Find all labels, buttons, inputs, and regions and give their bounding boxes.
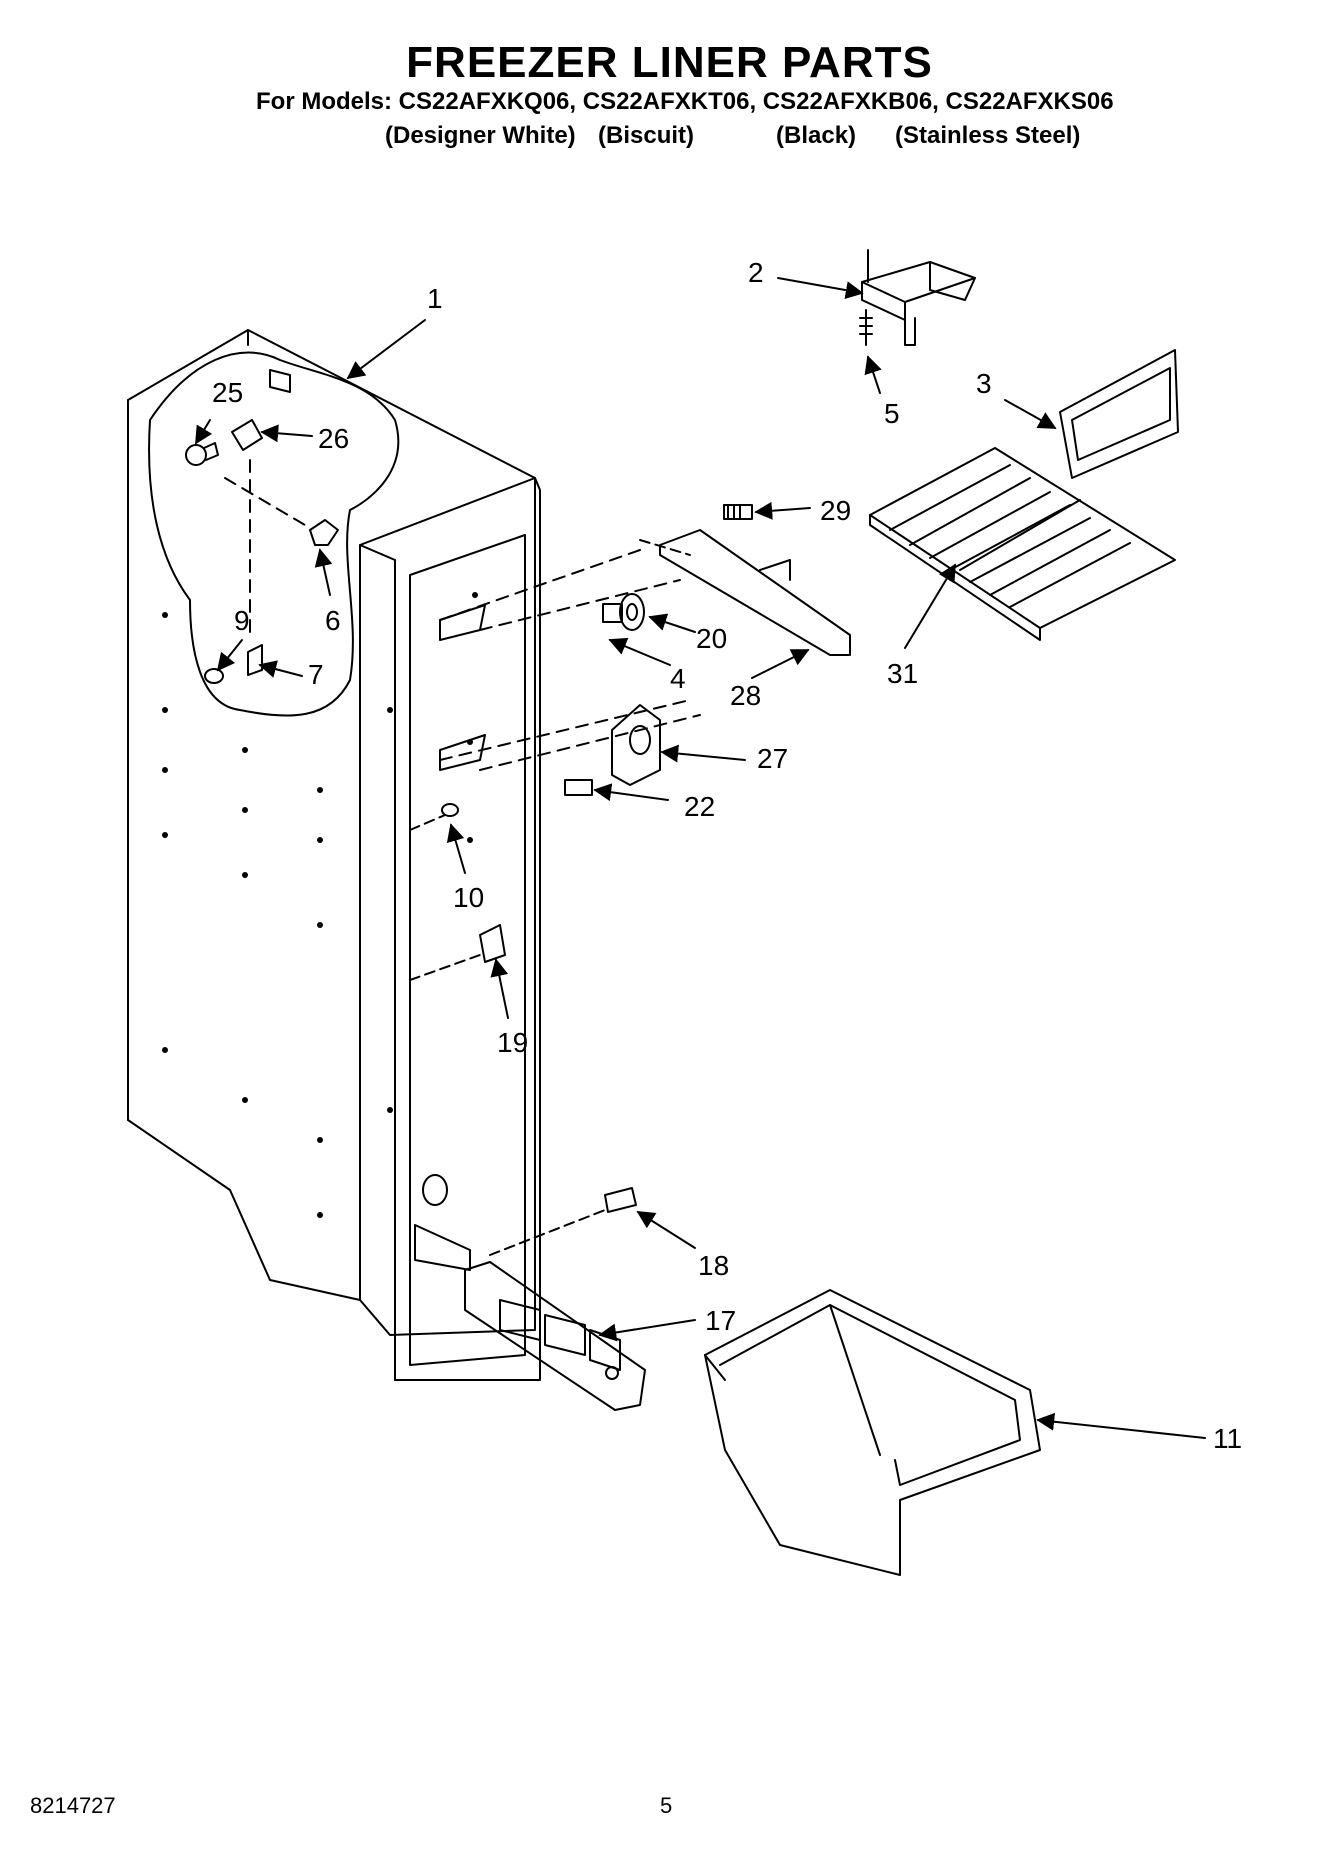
model-list: For Models: CS22AFXKQ06, CS22AFXKT06, CS… <box>256 88 1114 115</box>
leader-1 <box>346 319 426 380</box>
callout-2: 2 <box>748 257 764 288</box>
leader-10 <box>446 823 466 874</box>
callout-26: 26 <box>318 423 349 454</box>
callout-20: 20 <box>696 623 727 654</box>
leader-27 <box>660 744 746 763</box>
leader-5 <box>864 355 882 394</box>
bracket-part-2 <box>861 249 976 346</box>
switch-part-19 <box>479 924 506 963</box>
callout-11: 11 <box>1213 1423 1242 1454</box>
callout-5: 5 <box>884 398 900 429</box>
leader-22 <box>593 783 669 802</box>
leader-7 <box>258 660 303 678</box>
assembly-line-19 <box>409 954 481 981</box>
callout-7: 7 <box>308 659 324 690</box>
screw-part-5 <box>859 309 873 346</box>
assembly-line-shelf-upper <box>439 549 641 621</box>
leader-18 <box>636 1211 696 1249</box>
screw-part-10 <box>441 803 459 817</box>
callout-3: 3 <box>976 368 992 399</box>
callout-27: 27 <box>757 743 788 774</box>
bottom-trim-part-17 <box>464 1261 646 1411</box>
callout-18: 18 <box>698 1250 729 1281</box>
light-switch-part-6 <box>309 519 339 546</box>
assembly-line-shelf-upper-2 <box>479 579 681 631</box>
leader-6 <box>314 548 333 596</box>
callout-1: 1 <box>427 283 443 314</box>
wire-shelf-part-31 <box>869 447 1176 641</box>
bracket-part-7 <box>247 644 263 676</box>
bumper-part-20 <box>619 593 645 631</box>
light-socket-part-26 <box>231 419 263 451</box>
leader-9 <box>216 639 243 672</box>
finish-label-stainless-steel: (Stainless Steel) <box>895 122 1081 149</box>
finish-label-black: (Black) <box>776 122 857 149</box>
callout-9: 9 <box>234 605 250 636</box>
callout-6: 6 <box>325 605 341 636</box>
light-bulb-part-25 <box>185 442 219 466</box>
shelf-support-part-27 <box>611 704 661 786</box>
callout-28: 28 <box>730 680 761 711</box>
leader-28 <box>751 649 810 679</box>
leader-11 <box>1036 1412 1206 1439</box>
assembly-line-shelf-lower <box>439 699 691 761</box>
assembly-line-18 <box>489 1209 606 1256</box>
callout-25: 25 <box>212 377 243 408</box>
callout-labels: 1 2 3 4 5 6 7 9 10 11 17 18 19 20 22 25 … <box>212 257 1242 1454</box>
shelf-support-part-28 <box>639 529 851 656</box>
document-number: 8214727 <box>30 1793 116 1818</box>
leader-31 <box>904 563 956 649</box>
screw-part-22 <box>564 779 593 796</box>
leader-3 <box>1004 399 1057 429</box>
finish-label-biscuit: (Biscuit) <box>598 122 694 149</box>
leader-2 <box>777 277 864 300</box>
screw-part-29 <box>723 504 753 520</box>
screw-part-4 <box>602 603 623 623</box>
assembly-line-lamp-2 <box>224 477 306 526</box>
leader-20 <box>648 613 696 633</box>
finish-label-designer-white: (Designer White) <box>385 122 576 149</box>
callout-29: 29 <box>820 495 851 526</box>
shelf-trim-part-3 <box>1059 349 1179 479</box>
leader-lines <box>195 277 1206 1439</box>
callout-4: 4 <box>670 663 686 694</box>
leader-4 <box>608 637 671 666</box>
screw-part-18 <box>604 1187 637 1213</box>
callout-22: 22 <box>684 791 715 822</box>
assembly-line-shelf-lower-2 <box>479 714 701 771</box>
page-title: FREEZER LINER PARTS <box>406 38 933 87</box>
freezer-bin-part-11 <box>704 1289 1041 1576</box>
leader-29 <box>754 501 811 520</box>
callout-10: 10 <box>453 882 484 913</box>
callout-19: 19 <box>497 1027 528 1058</box>
page-number: 5 <box>660 1793 673 1818</box>
leader-25 <box>195 419 213 445</box>
callout-17: 17 <box>705 1305 736 1336</box>
leader-26 <box>260 424 313 443</box>
screw-part-9 <box>204 668 224 684</box>
callout-31: 31 <box>887 658 918 689</box>
leader-19 <box>490 958 509 1019</box>
assembly-line-10 <box>409 814 446 831</box>
freezer-liner-part-1 <box>127 329 541 1381</box>
leader-17 <box>598 1319 696 1342</box>
